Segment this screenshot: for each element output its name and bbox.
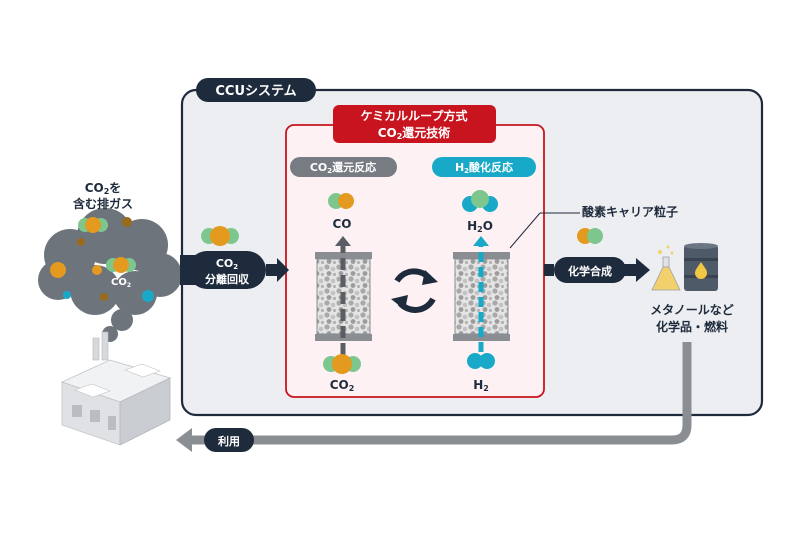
reactor-left	[315, 236, 372, 355]
arrow-to-reactor	[266, 258, 289, 282]
separation-label-line2: 分離回収	[205, 272, 250, 286]
products-label-line1: メタノールなど	[650, 303, 734, 317]
utilization-label: 利用	[218, 434, 240, 448]
oil-drum-icon	[684, 243, 718, 291]
synthesis-co-molecule-icon	[577, 228, 603, 244]
oxygen-carrier-label: 酸素キャリア粒子	[582, 204, 678, 219]
h2o-molecule-icon	[462, 190, 498, 212]
oxygen-carrier-leader	[509, 212, 541, 249]
co2-reduction-label: CO2還元反応	[310, 160, 376, 175]
chemical-loop-title-line1: ケミカルループ方式	[361, 108, 468, 123]
product-h2o-label: H2O	[467, 219, 493, 234]
exhaust-label-line2: 含む排ガス	[73, 196, 133, 211]
h2-input-molecule-icon	[467, 353, 495, 369]
input-co2-label: CO2	[330, 378, 355, 393]
co2-separation-molecule-icon	[201, 226, 239, 246]
reactor-right	[453, 236, 510, 352]
chemical-loop-title-box	[333, 105, 496, 143]
factory-icon	[60, 331, 172, 446]
synthesis-capsule	[554, 257, 626, 283]
circulation-arrows-icon	[391, 268, 438, 313]
synthesis-label: 化学合成	[568, 264, 612, 278]
separation-capsule	[188, 251, 266, 289]
separation-label-line1: CO2	[216, 257, 238, 271]
co2-input-molecule-icon	[323, 354, 361, 374]
products-label-line2: 化学品・燃料	[656, 319, 728, 334]
utilization-capsule	[204, 428, 254, 452]
h2-oxidation-tag	[432, 157, 536, 177]
exhaust-label-line1: CO2を	[85, 181, 122, 196]
flask-icon	[651, 245, 681, 291]
product-co-label: CO	[332, 217, 351, 231]
chemical-loop-title-line2: CO2還元技術	[378, 125, 451, 141]
co2-reduction-tag	[290, 157, 397, 177]
co-molecule-icon	[328, 193, 354, 209]
utilization-return-line	[190, 342, 692, 445]
h2-oxidation-label: H2酸化反応	[455, 160, 513, 175]
ccu-system-tag	[196, 78, 316, 102]
ccu-system-label: CCUシステム	[215, 84, 296, 99]
arrow-to-products	[624, 258, 650, 282]
cloud-particles	[50, 217, 154, 302]
input-h2-label: H2	[473, 378, 489, 393]
cloud-co2-label: CO2	[111, 277, 131, 289]
utilization-arrowhead	[176, 428, 192, 452]
